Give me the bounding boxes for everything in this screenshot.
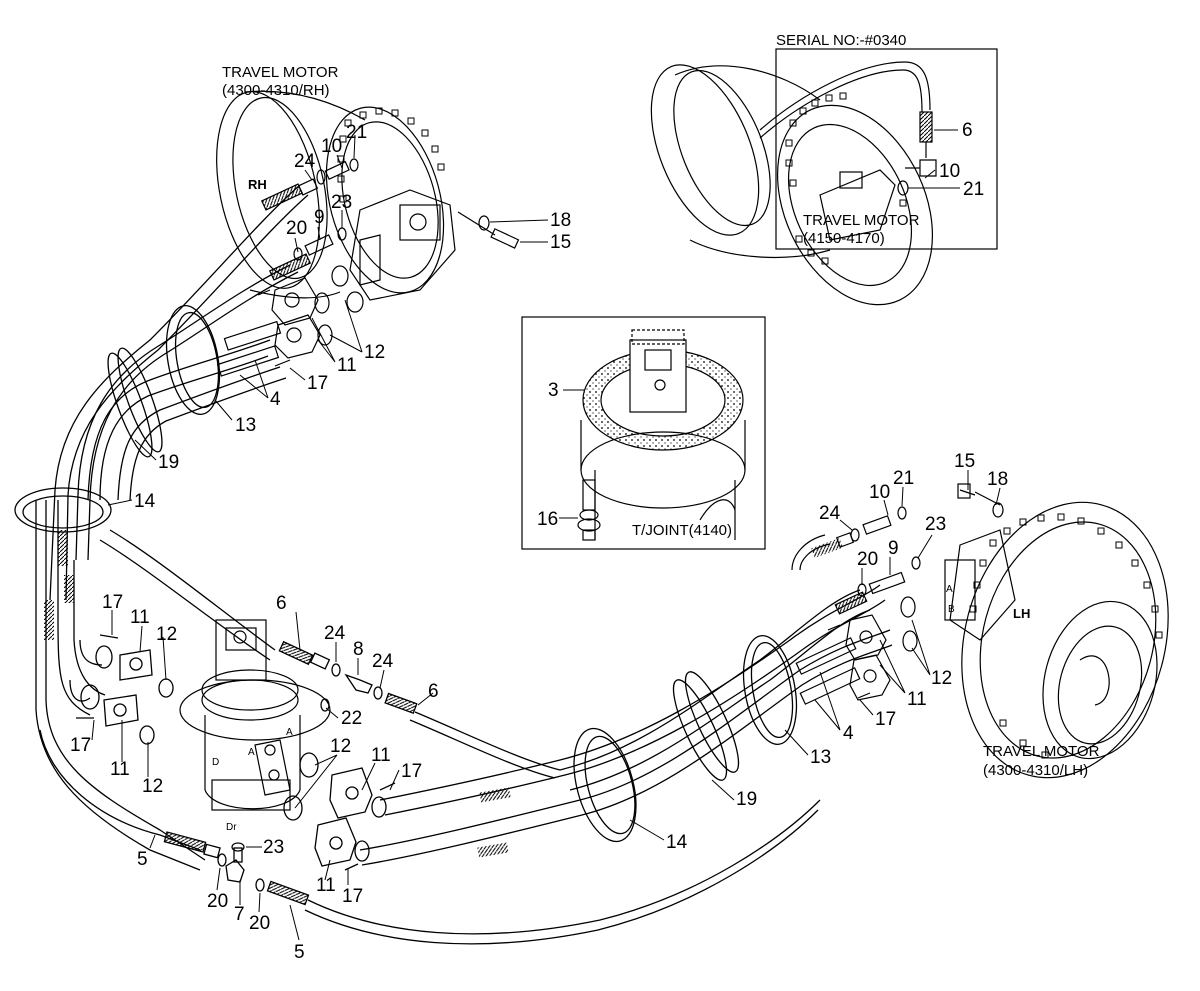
hose-6-upper (99, 529, 561, 779)
callout-11: 11 (316, 875, 336, 896)
callout-18: 18 (550, 210, 572, 231)
port-mark-d: D (212, 757, 220, 768)
callout-21: 21 (893, 468, 915, 489)
callout-12: 12 (364, 342, 386, 363)
callout-11: 11 (371, 745, 391, 766)
callout-24: 24 (819, 503, 841, 524)
callout-20: 20 (286, 218, 308, 239)
callout-21: 21 (963, 179, 985, 200)
callout-11: 11 (110, 759, 130, 780)
callout-17: 17 (307, 373, 329, 394)
callout-6: 6 (276, 593, 287, 614)
rh-side-tag: RH (248, 177, 267, 192)
rh-motor-bolt-holes (337, 107, 445, 203)
upper-hose-hatches (44, 530, 74, 640)
serial-caption: SERIAL NO:-#0340 (776, 32, 907, 49)
callout-22: 22 (341, 708, 363, 729)
port-mark-a: A (946, 584, 953, 595)
callout-17: 17 (401, 761, 423, 782)
callout-9: 9 (888, 538, 899, 559)
callout-18: 18 (987, 469, 1009, 490)
lh-side-tag: LH (1013, 606, 1031, 621)
callout-13: 13 (810, 747, 832, 768)
callout-16: 16 (537, 509, 559, 530)
callout-20: 20 (857, 549, 879, 570)
callout-9: 9 (314, 207, 325, 228)
callout-23: 23 (925, 514, 947, 535)
lower-hose-bundle (359, 584, 893, 866)
serial-inset-frame (775, 48, 998, 250)
callout-23: 23 (263, 837, 285, 858)
callout-8: 8 (353, 639, 364, 660)
callout-10: 10 (939, 161, 961, 182)
tjoint-drawing (577, 329, 746, 541)
rh-travel-motor-drawing (216, 90, 456, 301)
callout-5: 5 (294, 942, 305, 963)
port-mark-a: A (248, 747, 255, 758)
inset-travel-motor-drawing (650, 64, 934, 306)
lower-hose-5 (39, 729, 821, 945)
callout-19: 19 (158, 452, 180, 473)
rh-motor-code: (4300-4310/RH) (222, 82, 330, 99)
lh-motor-bolt-holes (969, 513, 1163, 759)
swivel-flanges (283, 752, 396, 871)
inset-bolt-holes (785, 92, 907, 265)
tjoint-caption: T/JOINT(4140) (632, 522, 733, 539)
callout-15: 15 (550, 232, 572, 253)
lh-motor-code: (4300-4310/LH) (983, 762, 1089, 779)
callout-3: 3 (548, 380, 559, 401)
callout-12: 12 (330, 736, 352, 757)
left-elbows (69, 634, 174, 745)
rh-fittings (216, 158, 520, 377)
tjoint-inset-frame (521, 316, 766, 550)
callout-11: 11 (130, 607, 150, 628)
callout-21: 21 (346, 122, 368, 143)
callout-4: 4 (843, 723, 854, 744)
callout-17: 17 (342, 886, 364, 907)
callout-4: 4 (270, 389, 281, 410)
inset-motor-code: (4150-4170) (803, 230, 885, 247)
lower-bundle-clamps (573, 635, 798, 843)
callout-23: 23 (331, 192, 353, 213)
callout-10: 10 (321, 136, 343, 157)
rh-motor-caption: TRAVEL MOTOR (222, 64, 339, 81)
callout-12: 12 (931, 668, 953, 689)
lower-hose-hatches (477, 538, 843, 858)
callout-6: 6 (428, 681, 439, 702)
upper-bundle-clamps (14, 305, 221, 533)
callout-24: 24 (324, 623, 346, 644)
callout-11: 11 (337, 355, 357, 376)
lh-travel-motor-drawing (944, 501, 1169, 779)
callout-24: 24 (294, 151, 316, 172)
port-mark-a: A (286, 727, 293, 738)
inset-motor-caption: TRAVEL MOTOR (803, 212, 920, 229)
callout-24: 24 (372, 651, 394, 672)
callout-17: 17 (875, 709, 897, 730)
callout-15: 15 (954, 451, 976, 472)
callout-11: 11 (907, 689, 927, 710)
callout-13: 13 (235, 415, 257, 436)
callout-7: 7 (234, 904, 245, 925)
callout-17: 17 (70, 735, 92, 756)
callout-6: 6 (962, 120, 973, 141)
callout-12: 12 (142, 776, 164, 797)
callout-10: 10 (869, 482, 891, 503)
callout-17: 17 (102, 592, 124, 613)
callout-5: 5 (137, 849, 148, 870)
callout-14: 14 (134, 491, 156, 512)
port-mark-b: B (948, 604, 955, 615)
callout-14: 14 (666, 832, 688, 853)
inset-hose-6 (759, 61, 937, 196)
callout-19: 19 (736, 789, 758, 810)
callout-20: 20 (249, 913, 271, 934)
callout-12: 12 (156, 624, 178, 645)
callout-20: 20 (207, 891, 229, 912)
port-mark-dr: Dr (226, 822, 237, 833)
lh-motor-caption: TRAVEL MOTOR (983, 743, 1100, 760)
